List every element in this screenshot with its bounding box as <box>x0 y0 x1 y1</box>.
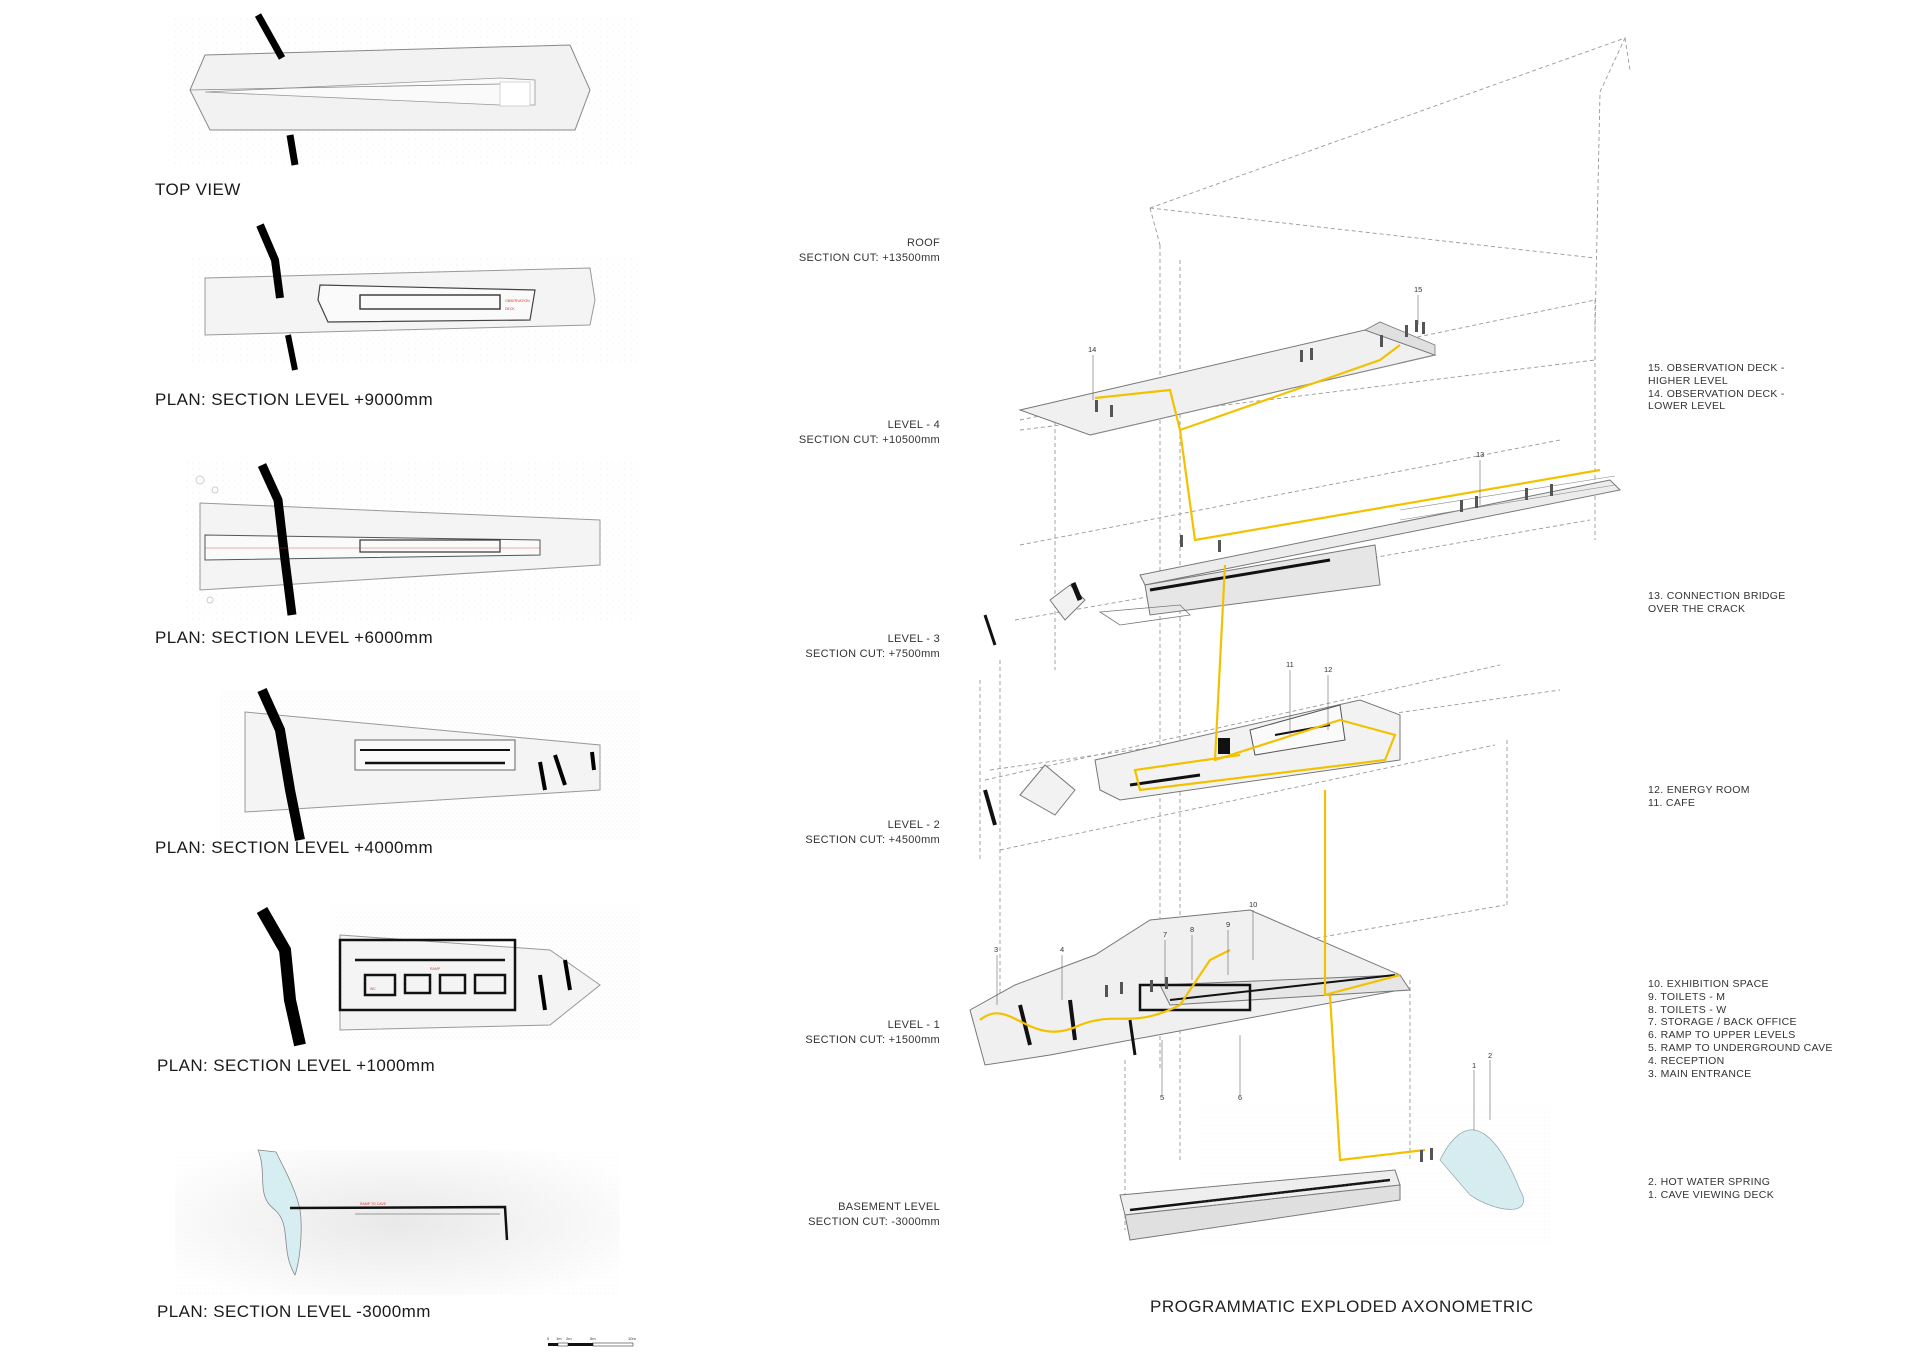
level-label-2: LEVEL - 2 SECTION CUT: +4500mm <box>740 818 940 848</box>
callout-12: 12 <box>1324 665 1332 674</box>
callout-leaders <box>996 295 1491 1130</box>
level-cut: SECTION CUT: -3000mm <box>808 1216 940 1228</box>
plan-level-4000 <box>220 687 640 841</box>
plan-level-9000: OBSERVATION DECK <box>190 223 640 371</box>
circulation-path <box>979 344 1601 1162</box>
svg-text:RAMP TO CAVE: RAMP TO CAVE <box>360 1202 387 1206</box>
legend-level-3: 13. CONNECTION BRIDGE OVER THE CRACK <box>1648 590 1786 615</box>
legend-level-4: 15. OBSERVATION DECK - HIGHER LEVEL 14. … <box>1648 362 1785 413</box>
callout-15: 15 <box>1414 285 1422 294</box>
callout-10: 10 <box>1249 900 1257 909</box>
plan-title-minus-3000: PLAN: SECTION LEVEL -3000mm <box>157 1302 431 1321</box>
level-label-4: LEVEL - 4 SECTION CUT: +10500mm <box>740 418 940 448</box>
people-figures <box>1095 320 1553 1162</box>
scale-label-0: 0 <box>547 1336 550 1341</box>
level-label-3: LEVEL - 3 SECTION CUT: +7500mm <box>740 632 940 662</box>
plan-title-1000: PLAN: SECTION LEVEL +1000mm <box>157 1056 436 1075</box>
plan-title-top-view: TOP VIEW <box>155 180 241 199</box>
plan-title-6000: PLAN: SECTION LEVEL +6000mm <box>155 628 434 647</box>
axonometric-title: PROGRAMMATIC EXPLODED AXONOMETRIC <box>1150 1297 1534 1316</box>
svg-text:DECK: DECK <box>505 307 515 311</box>
svg-text:OBSERVATION: OBSERVATION <box>505 299 530 303</box>
legend-level-2: 12. ENERGY ROOM 11. CAFE <box>1648 784 1750 809</box>
level-name: LEVEL - 3 <box>887 633 940 645</box>
level-label-basement: BASEMENT LEVEL SECTION CUT: -3000mm <box>740 1200 940 1230</box>
axo-level-4 <box>1018 321 1437 436</box>
level-cut: SECTION CUT: +4500mm <box>805 834 940 846</box>
callout-14: 14 <box>1088 345 1096 354</box>
callout-11: 11 <box>1286 660 1294 669</box>
level-label-roof: ROOF SECTION CUT: +13500mm <box>740 236 940 266</box>
level-name: LEVEL - 4 <box>887 419 940 431</box>
callout-5: 5 <box>1160 1093 1164 1102</box>
level-name: ROOF <box>907 237 940 249</box>
plan-level-6000 <box>185 460 640 620</box>
callout-9: 9 <box>1226 920 1230 929</box>
plan-level-1000: RAMP WC <box>256 905 640 1047</box>
level-name: BASEMENT LEVEL <box>838 1201 940 1213</box>
axo-basement <box>1119 1105 1550 1245</box>
axo-projection-lines <box>979 37 1631 1230</box>
level-cut: SECTION CUT: +13500mm <box>798 252 940 264</box>
axo-level-3 <box>983 475 1622 646</box>
callout-1: 1 <box>1472 1061 1476 1070</box>
scale-bar: 0 1m 2m 5m 10m <box>547 1336 636 1347</box>
scale-label-5m: 5m <box>590 1336 596 1341</box>
svg-text:WC: WC <box>370 987 376 991</box>
svg-text:RAMP: RAMP <box>430 967 441 971</box>
scale-label-2m: 2m <box>566 1336 572 1341</box>
callout-8: 8 <box>1190 925 1194 934</box>
legend-level-1: 10. EXHIBITION SPACE 9. TOILETS - M 8. T… <box>1648 978 1833 1080</box>
plan-level-minus-3000: RAMP TO CAVE <box>175 1149 620 1295</box>
level-label-1: LEVEL - 1 SECTION CUT: +1500mm <box>740 1018 940 1048</box>
callout-3: 3 <box>994 945 998 954</box>
top-view-plan <box>170 13 640 166</box>
callout-6: 6 <box>1238 1093 1242 1102</box>
plan-title-9000: PLAN: SECTION LEVEL +9000mm <box>155 390 434 409</box>
callout-13: 13 <box>1476 450 1484 459</box>
scale-label-10m: 10m <box>628 1336 636 1341</box>
legend-basement: 2. HOT WATER SPRING 1. CAVE VIEWING DECK <box>1648 1176 1774 1201</box>
callout-7: 7 <box>1163 930 1167 939</box>
level-cut: SECTION CUT: +10500mm <box>798 434 940 446</box>
callout-4: 4 <box>1060 945 1064 954</box>
level-name: LEVEL - 1 <box>887 1019 940 1031</box>
scale-label-1m: 1m <box>556 1336 562 1341</box>
level-name: LEVEL - 2 <box>887 819 940 831</box>
level-cut: SECTION CUT: +1500mm <box>805 1034 940 1046</box>
callout-numbers: 1 2 3 4 5 6 7 8 9 10 11 12 13 14 15 <box>994 285 1492 1102</box>
plan-title-4000: PLAN: SECTION LEVEL +4000mm <box>155 838 434 857</box>
callout-2: 2 <box>1488 1051 1492 1060</box>
level-cut: SECTION CUT: +7500mm <box>805 648 940 660</box>
